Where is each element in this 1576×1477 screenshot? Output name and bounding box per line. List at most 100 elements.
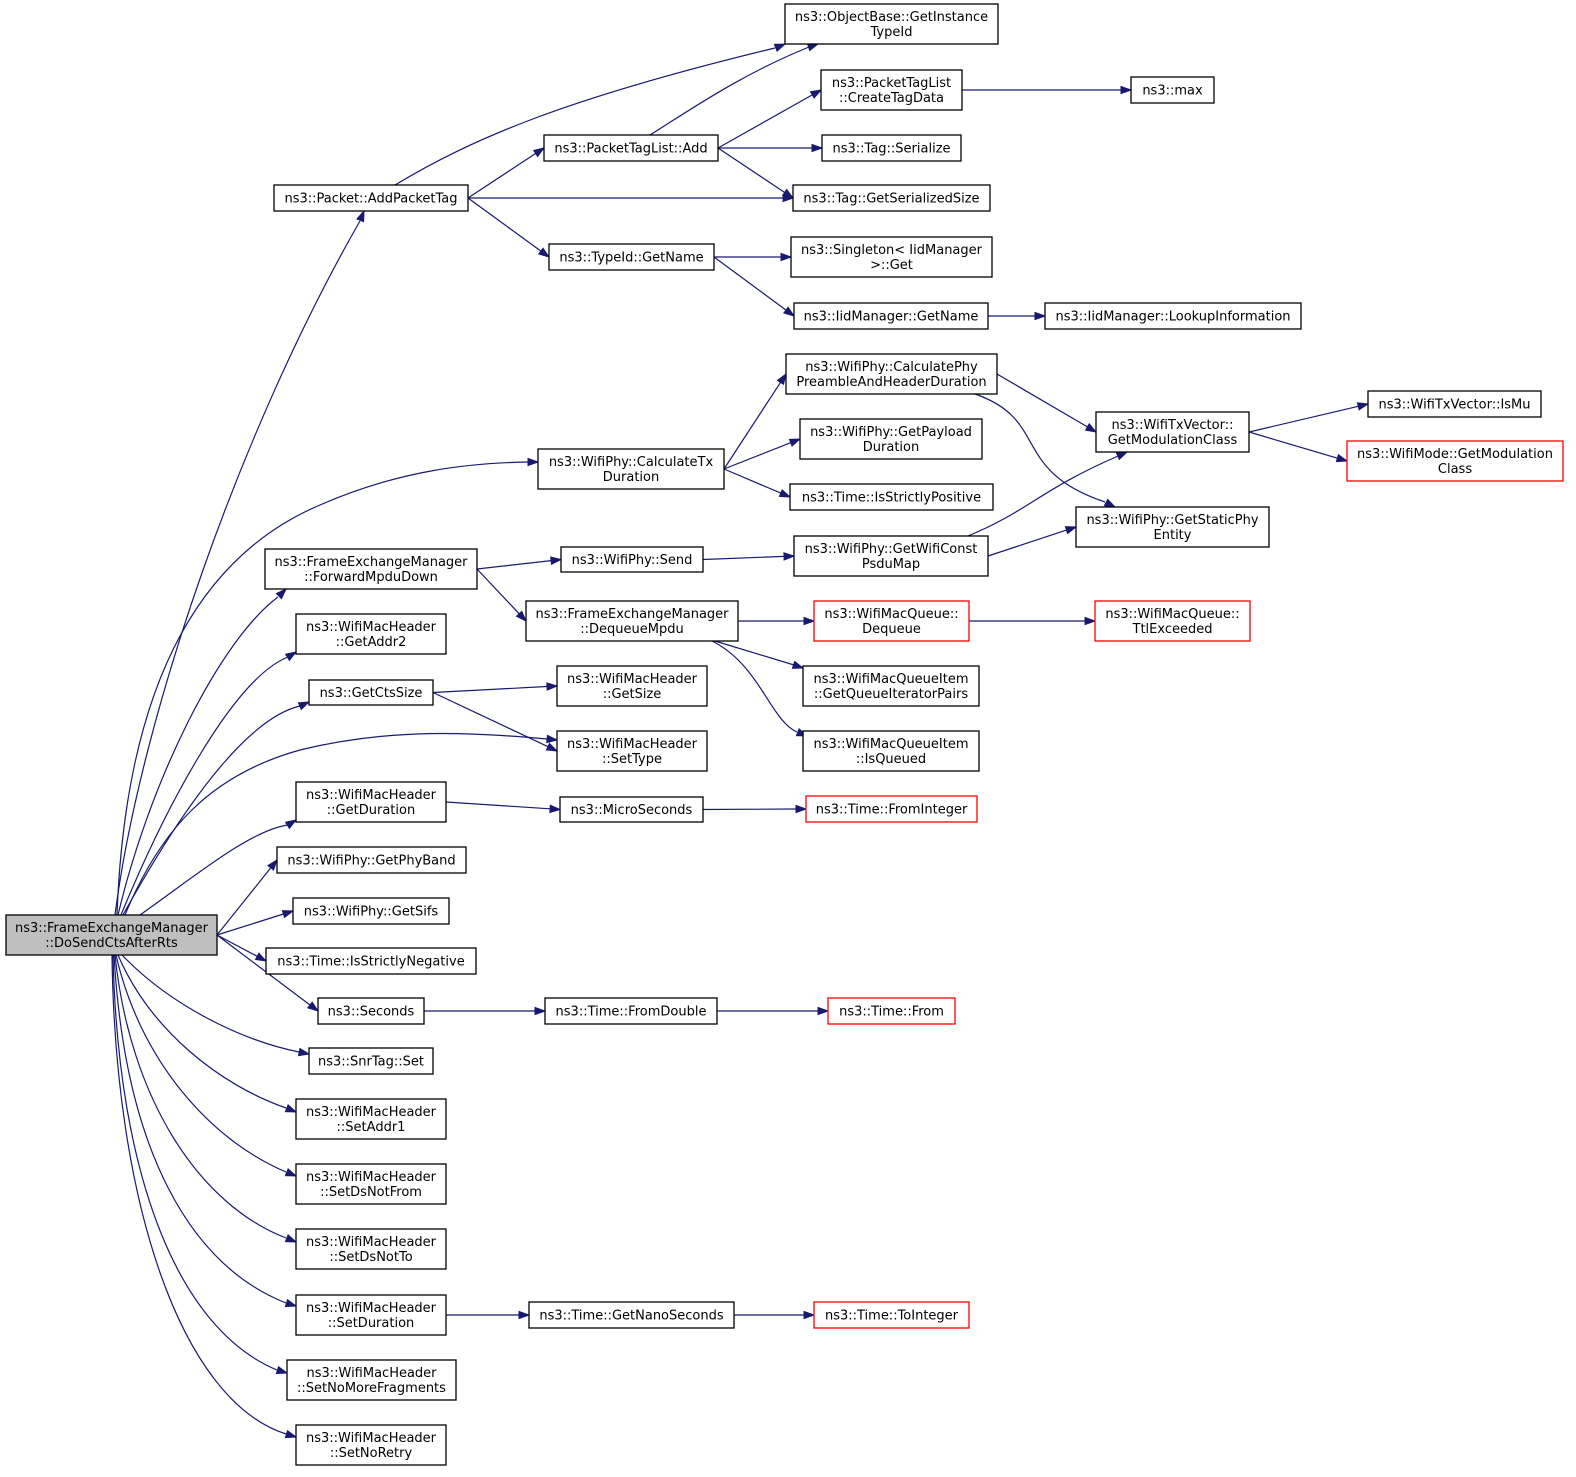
function-node-settype[interactable]: ns3::WifiMacHeader::SetType bbox=[556, 730, 708, 772]
function-node-ismu[interactable]: ns3::WifiTxVector::IsMu bbox=[1367, 390, 1542, 418]
arrowhead-icon bbox=[284, 1168, 298, 1177]
function-node-tagserialize[interactable]: ns3::Tag::Serialize bbox=[821, 134, 962, 162]
function-node-setnomorefrag[interactable]: ns3::WifiMacHeader::SetNoMoreFragments bbox=[286, 1359, 457, 1401]
node-label-line: ns3::GetCtsSize bbox=[320, 686, 423, 701]
function-node-ptlcreate[interactable]: ns3::PacketTagList::CreateTagData bbox=[820, 69, 963, 111]
node-label-line: Class bbox=[1438, 462, 1472, 477]
call-edge-line bbox=[713, 256, 787, 311]
call-edge bbox=[962, 85, 1133, 95]
function-node-ttlexceeded[interactable]: ns3::WifiMacQueue::TtlExceeded bbox=[1094, 600, 1251, 642]
function-node-calcpreamble[interactable]: ns3::WifiPhy::CalculatePhyPreambleAndHea… bbox=[785, 353, 998, 395]
call-edge-line bbox=[1248, 405, 1359, 433]
function-node-frominteger[interactable]: ns3::Time::FromInteger bbox=[805, 795, 978, 823]
node-box bbox=[308, 1047, 434, 1075]
function-node-dequeuempdu[interactable]: ns3::FrameExchangeManager::DequeueMpdu bbox=[525, 600, 739, 642]
call-edge-line bbox=[649, 46, 810, 136]
function-node-getsize[interactable]: ns3::WifiMacHeader::GetSize bbox=[556, 665, 708, 707]
function-node-taggetsersize[interactable]: ns3::Tag::GetSerializedSize bbox=[792, 184, 991, 212]
function-node-getaddr2[interactable]: ns3::WifiMacHeader::GetAddr2 bbox=[295, 613, 447, 655]
function-node-qitemisqueued[interactable]: ns3::WifiMacQueueItem::IsQueued bbox=[802, 730, 980, 772]
node-box bbox=[802, 665, 980, 707]
function-node-isstrictlypos[interactable]: ns3::Time::IsStrictlyPositive bbox=[789, 483, 994, 511]
function-node-typeidgetname[interactable]: ns3::TypeId::GetName bbox=[548, 243, 715, 271]
arrowhead-icon bbox=[1034, 311, 1047, 321]
call-edge-line bbox=[216, 913, 284, 936]
call-edge bbox=[216, 934, 268, 962]
function-node-timefrom[interactable]: ns3::Time::From bbox=[827, 997, 956, 1025]
call-edge bbox=[114, 954, 298, 1243]
function-node-txvecmod[interactable]: ns3::WifiTxVector::GetModulationClass bbox=[1095, 411, 1250, 453]
function-node-ptladd[interactable]: ns3::PacketTagList::Add bbox=[543, 134, 719, 162]
call-edge bbox=[111, 954, 298, 1439]
node-box bbox=[784, 3, 999, 45]
node-label-line: ns3::WifiTxVector:: bbox=[1111, 418, 1233, 433]
call-edge bbox=[476, 556, 563, 570]
call-edge-line bbox=[115, 954, 287, 1173]
function-node-lookup[interactable]: ns3::IidManager::LookupInformation bbox=[1044, 302, 1302, 330]
function-node-forward[interactable]: ns3::FrameExchangeManager::ForwardMpduDo… bbox=[264, 548, 478, 590]
function-node-getsifs[interactable]: ns3::WifiPhy::GetSifs bbox=[292, 897, 450, 925]
arrowhead-icon bbox=[1120, 85, 1133, 95]
arrowhead-icon bbox=[306, 1001, 320, 1012]
arrowhead-icon bbox=[267, 858, 278, 871]
node-label-line: ns3::Tag::Serialize bbox=[832, 142, 950, 157]
node-label-line: ns3::WifiPhy::GetWifiConst bbox=[805, 542, 978, 557]
node-box bbox=[556, 730, 708, 772]
function-node-getphyband[interactable]: ns3::WifiPhy::GetPhyBand bbox=[276, 846, 467, 874]
arrowhead-icon bbox=[1115, 451, 1129, 461]
call-edge bbox=[468, 193, 795, 203]
node-label-line: GetModulationClass bbox=[1108, 433, 1238, 448]
call-edge-line bbox=[122, 705, 301, 916]
call-edge-line bbox=[723, 468, 782, 494]
node-box bbox=[273, 184, 469, 212]
node-label-line: ns3::WifiPhy::GetStaticPhy bbox=[1086, 513, 1258, 528]
call-edge bbox=[476, 568, 528, 623]
arrowhead-icon bbox=[780, 252, 793, 262]
node-label-line: ns3::WifiMacHeader bbox=[567, 737, 698, 752]
node-label-line: ::GetAddr2 bbox=[336, 635, 407, 650]
function-node-singleton[interactable]: ns3::Singleton< IidManager >::Get bbox=[790, 236, 993, 278]
function-node-setdsnotto[interactable]: ns3::WifiMacHeader::SetDsNotTo bbox=[295, 1228, 447, 1270]
function-node-setduration[interactable]: ns3::WifiMacHeader::SetDuration bbox=[295, 1294, 447, 1336]
function-node-setaddr1[interactable]: ns3::WifiMacHeader::SetAddr1 bbox=[295, 1098, 447, 1140]
function-node-addpackettag[interactable]: ns3::Packet::AddPacketTag bbox=[273, 184, 469, 212]
node-label-line: ns3::Tag::GetSerializedSize bbox=[803, 192, 979, 207]
call-edge-line bbox=[996, 373, 1088, 428]
function-node-setnoretry[interactable]: ns3::WifiMacHeader::SetNoRetry bbox=[295, 1424, 447, 1466]
arrowhead-icon bbox=[811, 143, 824, 153]
function-node-getduration[interactable]: ns3::WifiMacHeader::GetDuration bbox=[295, 781, 447, 823]
node-label-line: ns3::PacketTagList::Add bbox=[554, 142, 707, 157]
node-box bbox=[559, 796, 704, 823]
function-node-tointeger[interactable]: ns3::Time::ToInteger bbox=[813, 1301, 970, 1329]
call-edge bbox=[711, 640, 809, 737]
function-node-snrtagset[interactable]: ns3::SnrTag::Set bbox=[308, 1047, 434, 1075]
function-node-qitempairs[interactable]: ns3::WifiMacQueueItem::GetQueueIteratorP… bbox=[802, 665, 980, 707]
function-node-max[interactable]: ns3::max bbox=[1130, 76, 1215, 104]
arrowhead-icon bbox=[515, 610, 528, 623]
node-box bbox=[537, 448, 725, 490]
node-box bbox=[295, 1294, 447, 1336]
node-box bbox=[802, 730, 980, 772]
function-node-getnanoseconds[interactable]: ns3::Time::GetNanoSeconds bbox=[528, 1301, 735, 1329]
function-node-setdsnotfrom[interactable]: ns3::WifiMacHeader::SetDsNotFrom bbox=[295, 1163, 447, 1205]
function-node-fromdouble[interactable]: ns3::Time::FromDouble bbox=[544, 997, 718, 1025]
function-node-macqdequeue[interactable]: ns3::WifiMacQueue::Dequeue bbox=[813, 600, 970, 642]
function-node-iidgetname[interactable]: ns3::IidManager::GetName bbox=[793, 302, 989, 330]
function-node-isstrictlyneg[interactable]: ns3::Time::IsStrictlyNegative bbox=[265, 947, 477, 975]
node-box bbox=[785, 353, 998, 395]
node-label-line: PsduMap bbox=[862, 557, 920, 572]
function-node-modegetmod[interactable]: ns3::WifiMode::GetModulationClass bbox=[1346, 440, 1564, 482]
node-label-line: ns3::Time::IsStrictlyPositive bbox=[802, 491, 981, 506]
function-node-getctssize[interactable]: ns3::GetCtsSize bbox=[308, 679, 434, 706]
call-edge-line bbox=[717, 94, 813, 149]
function-node-wifiphysend[interactable]: ns3::WifiPhy::Send bbox=[560, 546, 704, 573]
function-node-seconds[interactable]: ns3::Seconds bbox=[317, 997, 425, 1025]
function-node-microseconds[interactable]: ns3::MicroSeconds bbox=[559, 796, 704, 823]
node-box bbox=[560, 546, 704, 573]
arrowhead-icon bbox=[1084, 422, 1098, 433]
